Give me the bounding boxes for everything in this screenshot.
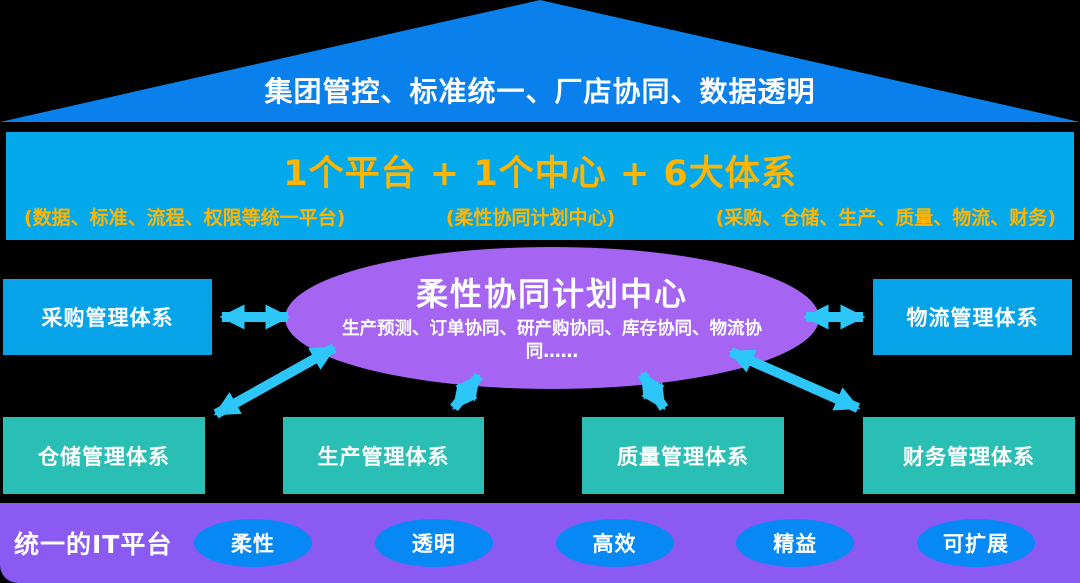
badge-lean: 精益	[736, 519, 855, 567]
banner-title: 1个平台 + 1个中心 + 6大体系	[283, 153, 797, 194]
platform-badges: 柔性 透明 高效 精益 可扩展	[194, 519, 1035, 567]
badge-flexible: 柔性	[194, 519, 312, 567]
box-procurement: 采购管理体系	[3, 279, 212, 355]
hub-title: 柔性协同计划中心	[415, 274, 688, 313]
badge-efficient: 高效	[555, 519, 674, 567]
badge-scalable: 可扩展	[917, 519, 1035, 567]
top-banner: 1个平台 + 1个中心 + 6大体系 (数据、标准、流程、权限等统一平台) (柔…	[6, 132, 1074, 240]
badge-transparent: 透明	[374, 519, 493, 567]
box-finance: 财务管理体系	[863, 417, 1075, 494]
arrow-hub-warehouse	[213, 343, 337, 419]
banner-subtitle-center: (柔性协同计划中心)	[445, 206, 616, 229]
box-quality: 质量管理体系	[582, 417, 784, 494]
box-warehouse: 仓储管理体系	[3, 417, 205, 494]
hub-subtitle: 生产预测、订单协同、研产购协同、库存协同、物流协同……	[342, 318, 762, 362]
box-production: 生产管理体系	[283, 417, 484, 494]
banner-subtitle-systems: (采购、仓储、生产、质量、物流、财务)	[715, 206, 1056, 229]
banner-subtitles: (数据、标准、流程、权限等统一平台) (柔性协同计划中心) (采购、仓储、生产、…	[6, 203, 1074, 230]
banner-subtitle-platform: (数据、标准、流程、权限等统一平台)	[24, 206, 346, 229]
platform-bar-label: 统一的IT平台	[14, 530, 173, 559]
center-hub-ellipse: 柔性协同计划中心 生产预测、订单协同、研产购协同、库存协同、物流协同……	[285, 247, 819, 389]
roof-label: 集团管控、标准统一、厂店协同、数据透明	[264, 75, 816, 108]
box-logistics: 物流管理体系	[873, 279, 1072, 355]
platform-bar: 统一的IT平台 柔性 透明 高效 精益 可扩展	[0, 503, 1080, 583]
